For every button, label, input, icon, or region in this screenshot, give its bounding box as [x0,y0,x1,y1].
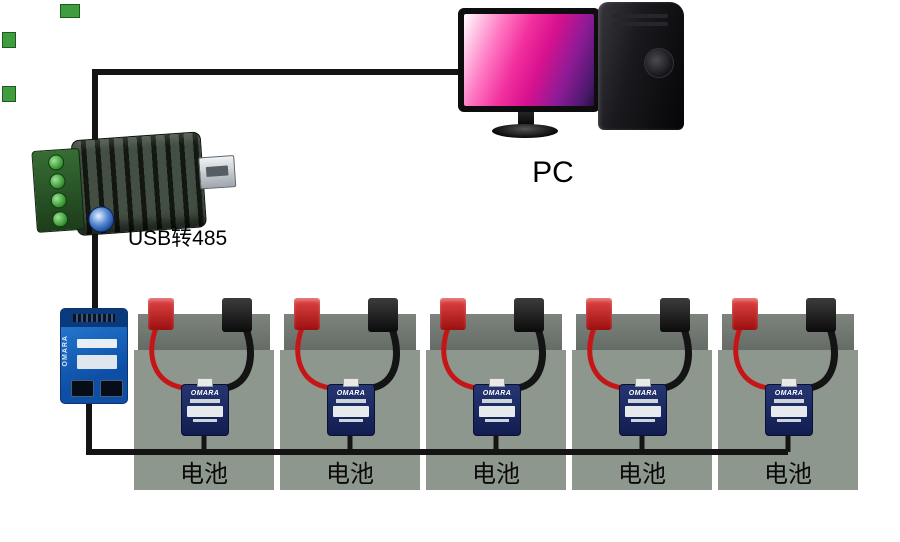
tower-vent-slot [612,14,668,18]
pc-label: PC [532,156,574,189]
battery-negative-clip [806,298,836,332]
hub-label-sticker [77,355,117,369]
battery-negative-clip [222,298,252,332]
terminal-screw [48,172,67,190]
battery-positive-clip [732,298,758,330]
edge-artifact [60,4,80,18]
sensor-model-strip [482,399,512,403]
hub-pins [73,314,115,322]
sensor-cable-connector [635,378,651,387]
battery-unit: OMARA 电池 [718,298,858,494]
battery-positive-clip [440,298,466,330]
battery-label: 电池 [472,461,520,488]
battery-sensor-module: OMARA [473,378,521,436]
battery-positive-clip [586,298,612,330]
edge-artifact [2,86,16,102]
battery-sensor-module: OMARA [619,378,667,436]
usb-plug-slot [205,165,229,177]
hub-port [100,380,123,397]
edge-artifact [2,32,16,48]
sensor-model-strip [774,399,804,403]
monitor-stand-base [492,124,558,138]
battery-unit: OMARA 电池 [572,298,712,494]
battery-negative-clip [660,298,690,332]
battery-label: 电池 [326,461,374,488]
battery-unit: OMARA 电池 [280,298,420,494]
sensor-label-strip [631,419,655,422]
sensor-brand-text: OMARA [336,390,366,397]
adapter-label: USB转485 [128,227,228,250]
monitor-stand-neck [518,110,534,128]
tower-vent-slot [612,22,668,26]
hub-pin-header [61,309,127,327]
monitor-screen [464,14,594,106]
sensor-label-sticker [625,406,661,417]
sensor-cable-connector [197,378,213,387]
battery-positive-clip [294,298,320,330]
sensor-cable-connector [489,378,505,387]
battery-negative-clip [514,298,544,332]
hub-brand-text: OMARA [62,335,69,367]
sensor-brand-text: OMARA [628,390,658,397]
battery-label: 电池 [764,461,812,488]
battery-label: 电池 [618,461,666,488]
battery-sensor-module: OMARA [327,378,375,436]
adapter-terminal-block [31,147,85,233]
battery-sensor-module: OMARA [181,378,229,436]
terminal-screw [50,191,68,209]
sensor-label-strip [485,419,509,422]
sensor-model-strip [336,399,366,403]
pc-tower [598,2,684,130]
pc-monitor [458,8,600,112]
rs485-hub-module: OMARA [60,308,128,404]
sensor-cable-connector [781,378,797,387]
sensor-label-sticker [479,406,515,417]
sensor-cable-connector [343,378,359,387]
tower-fan [644,48,674,78]
hub-port [71,380,94,397]
usb-plug [198,155,237,190]
hub-label-strip [77,339,117,348]
battery-unit: OMARA 电池 [134,298,274,494]
battery-positive-clip [148,298,174,330]
sensor-label-sticker [333,406,369,417]
battery-sensor-module: OMARA [765,378,813,436]
sensor-label-sticker [187,406,223,417]
battery-negative-clip [368,298,398,332]
sensor-label-strip [339,419,363,422]
terminal-screw [51,210,69,228]
sensor-brand-text: OMARA [774,390,804,397]
sensor-brand-text: OMARA [482,390,512,397]
sensor-brand-text: OMARA [190,390,220,397]
sensor-label-sticker [771,406,807,417]
sensor-model-strip [190,399,220,403]
hub-ports [71,380,123,397]
battery-label: 电池 [180,461,228,488]
terminal-screw [47,153,65,171]
sensor-label-strip [193,419,217,422]
battery-unit: OMARA 电池 [426,298,566,494]
sensor-label-strip [777,419,801,422]
sensor-model-strip [628,399,658,403]
